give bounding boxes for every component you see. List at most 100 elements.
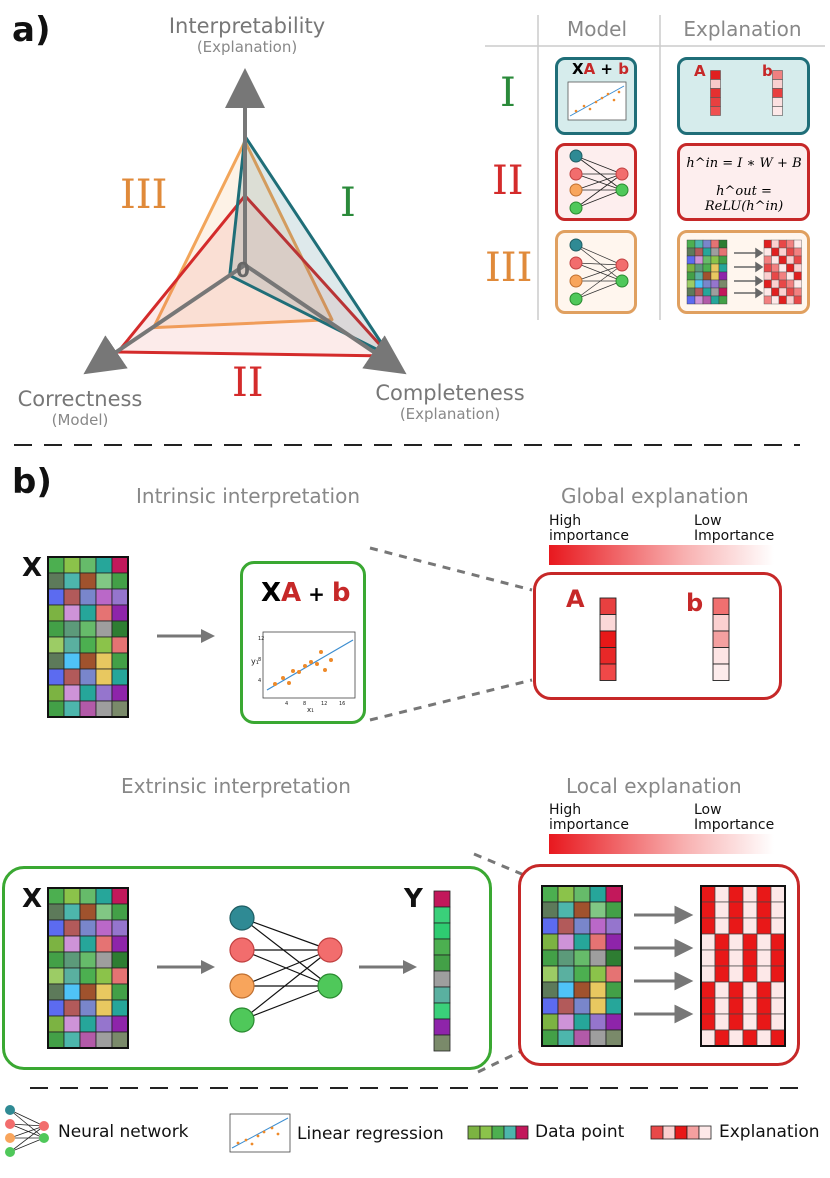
data-matrix-cell bbox=[605, 965, 623, 983]
input-X-label-1: X bbox=[22, 553, 43, 583]
data-matrix-cell bbox=[47, 983, 65, 1001]
data-matrix-cell bbox=[47, 700, 65, 718]
mini-heat-cell bbox=[778, 239, 787, 249]
legend-data-point: Data point bbox=[535, 1122, 625, 1142]
mini-data-cell bbox=[686, 271, 696, 281]
zoom-connector-1 bbox=[369, 546, 533, 722]
mini-data-cell bbox=[702, 247, 712, 257]
importance-gradient-1 bbox=[549, 545, 774, 565]
comparison-table-grid bbox=[485, 15, 825, 320]
arrow-to-network bbox=[157, 960, 215, 974]
data-matrix-cell bbox=[573, 997, 591, 1015]
output-cell bbox=[433, 890, 451, 908]
data-matrix-cell bbox=[557, 1029, 575, 1047]
mini-heat-cell bbox=[786, 255, 795, 265]
data-matrix-cell bbox=[589, 917, 607, 935]
data-matrix-cell bbox=[111, 983, 129, 1001]
global-heat-b bbox=[712, 597, 730, 681]
data-matrix-cell bbox=[47, 1031, 65, 1049]
plot-ytick: 8 bbox=[258, 657, 261, 663]
data-matrix-cell bbox=[605, 949, 623, 967]
mini-heat-cell bbox=[778, 295, 787, 305]
data-matrix-cell bbox=[557, 965, 575, 983]
heat-cell bbox=[599, 630, 617, 648]
data-matrix-cell bbox=[79, 903, 97, 921]
data-matrix-cell bbox=[79, 556, 97, 574]
mini-data-cell bbox=[694, 247, 704, 257]
nn-output-node bbox=[317, 937, 343, 963]
local-heat-cell bbox=[728, 933, 744, 951]
mini-heat-cell bbox=[771, 271, 780, 281]
data-matrix-cell bbox=[541, 917, 559, 935]
plot-xlabel: x₁ bbox=[307, 706, 314, 714]
data-matrix-cell bbox=[557, 1013, 575, 1031]
data-matrix-cell bbox=[47, 951, 65, 969]
data-matrix-cell bbox=[63, 1031, 81, 1049]
nn-output-node bbox=[317, 973, 343, 999]
local-title: Local explanation bbox=[566, 774, 742, 798]
local-heat-cell bbox=[728, 965, 744, 983]
nn-input-node bbox=[229, 937, 255, 963]
mini-heat-cell bbox=[763, 239, 772, 249]
heat-cell bbox=[599, 614, 617, 632]
data-matrix-cell bbox=[95, 951, 113, 969]
mini-heat-cell bbox=[793, 271, 802, 281]
local-arrows bbox=[634, 905, 694, 1024]
output-cell bbox=[433, 938, 451, 956]
data-matrix-cell bbox=[605, 1013, 623, 1031]
mini-heat-cell bbox=[786, 239, 795, 249]
table-row-I-explanation-box: A b bbox=[677, 57, 810, 135]
local-heat-cell bbox=[756, 933, 772, 951]
heat-cell bbox=[599, 647, 617, 665]
data-matrix-cell bbox=[111, 684, 129, 702]
data-matrix-cell bbox=[111, 919, 129, 937]
data-matrix-cell bbox=[63, 903, 81, 921]
data-matrix-cell bbox=[557, 933, 575, 951]
data-matrix-cell bbox=[63, 935, 81, 953]
data-matrix-cell bbox=[47, 967, 65, 985]
nn-input-node bbox=[229, 973, 255, 999]
mini-heat-cell bbox=[763, 287, 772, 297]
output-cell bbox=[433, 986, 451, 1004]
data-matrix-cell bbox=[95, 1015, 113, 1033]
mini-heat-cell bbox=[786, 279, 795, 289]
nn-input-node bbox=[229, 905, 255, 931]
mini-data-cell bbox=[710, 295, 720, 305]
data-matrix-cell bbox=[79, 604, 97, 622]
radar-chart bbox=[83, 68, 407, 375]
output-cell bbox=[433, 1034, 451, 1052]
local-heat-cell bbox=[700, 885, 716, 903]
local-heat-cell bbox=[700, 981, 716, 999]
plot-ytick: 12 bbox=[258, 636, 264, 642]
data-matrix-cell bbox=[111, 1031, 129, 1049]
data-matrix-cell bbox=[63, 588, 81, 606]
data-matrix-cell bbox=[95, 620, 113, 638]
local-heat-cell bbox=[714, 965, 730, 983]
axis-completeness: Completeness bbox=[375, 381, 525, 405]
data-matrix-cell bbox=[63, 684, 81, 702]
local-heat-cell bbox=[714, 901, 730, 919]
local-heat-cell bbox=[770, 933, 786, 951]
data-matrix-cell bbox=[605, 997, 623, 1015]
data-matrix-cell bbox=[541, 933, 559, 951]
data-matrix-cell bbox=[573, 917, 591, 935]
legend-linear-regression: Linear regression bbox=[297, 1124, 444, 1144]
mini-data-cell bbox=[694, 279, 704, 289]
mini-heat-cell bbox=[793, 279, 802, 289]
local-heat-cell bbox=[700, 949, 716, 967]
data-matrix-cell bbox=[589, 885, 607, 903]
local-heat-cell bbox=[700, 933, 716, 951]
radar-label-III: III bbox=[120, 172, 168, 218]
data-matrix-cell bbox=[47, 999, 65, 1017]
local-heat-cell bbox=[756, 917, 772, 935]
mini-data-cell bbox=[710, 239, 720, 249]
mini-heat-A bbox=[710, 70, 721, 116]
local-heat-cell bbox=[756, 1029, 772, 1047]
mini-heat-cell bbox=[771, 239, 780, 249]
data-matrix-cell bbox=[63, 700, 81, 718]
data-matrix-cell bbox=[95, 604, 113, 622]
mini-data-cell bbox=[686, 255, 696, 265]
data-matrix-cell bbox=[111, 556, 129, 574]
mini-heat-cell bbox=[786, 295, 795, 305]
local-heat-cell bbox=[756, 981, 772, 999]
